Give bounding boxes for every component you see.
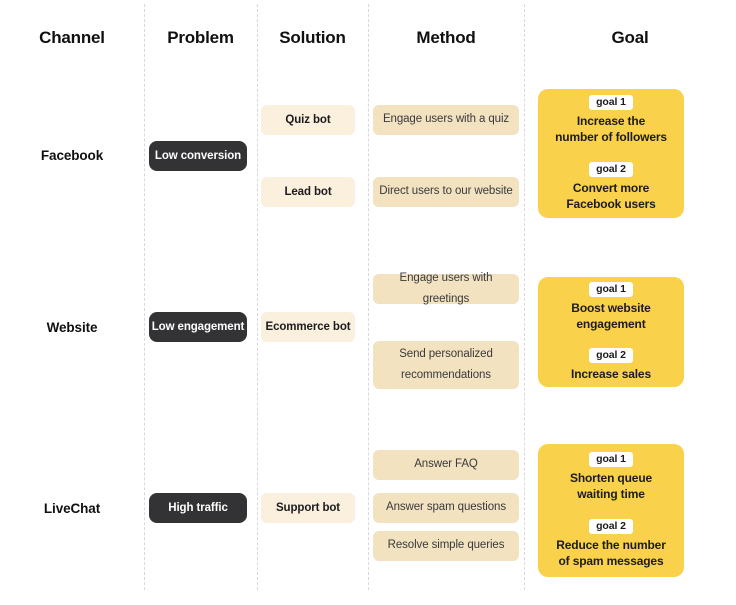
solution-chip-quiz-bot: Quiz bot — [261, 105, 355, 135]
goal-text-2: Increase sales — [571, 367, 651, 382]
goal-panel-livechat: goal 1 Shorten queue waiting time goal 2… — [538, 444, 684, 577]
method-chip-answer-spam-questions: Answer spam questions — [373, 493, 519, 523]
goal-block-2: goal 2 Increase sales — [571, 348, 651, 382]
solution-chip-lead-bot: Lead bot — [261, 177, 355, 207]
column-divider-channel-problem — [144, 4, 145, 590]
goal-badge-2: goal 2 — [589, 518, 633, 534]
column-divider-method-goal — [524, 4, 525, 590]
column-header-solution: Solution — [279, 28, 346, 47]
goal-badge-1: goal 1 — [589, 452, 633, 468]
solution-chip-ecommerce-bot: Ecommerce bot — [261, 312, 355, 342]
goal-text-1: Boost website engagement — [571, 300, 651, 331]
goal-block-1: goal 1 Shorten queue waiting time — [570, 452, 652, 502]
goal-badge-2: goal 2 — [589, 161, 633, 177]
column-header-method: Method — [416, 28, 476, 47]
column-header-problem: Problem — [167, 28, 234, 47]
goal-text-1: Increase the number of followers — [555, 114, 667, 145]
goal-text-2: Reduce the number of spam messages — [556, 537, 666, 568]
goal-text-2: Convert more Facebook users — [566, 180, 656, 211]
method-chip-engage-greetings: Engage users with greetings — [373, 272, 519, 305]
goal-panel-facebook: goal 1 Increase the number of followers … — [538, 89, 684, 218]
column-header-row: Channel Problem Solution Method Goal — [0, 28, 736, 54]
goal-panel-website: goal 1 Boost website engagement goal 2 I… — [538, 277, 684, 387]
goal-block-1: goal 1 Increase the number of followers — [555, 95, 667, 145]
column-divider-solution-method — [368, 4, 369, 590]
column-header-channel: Channel — [39, 28, 105, 47]
column-header-goal: Goal — [611, 28, 649, 47]
goal-text-1: Shorten queue waiting time — [569, 471, 653, 502]
channel-label-website: Website — [46, 320, 98, 335]
goal-block-2: goal 2 Convert more Facebook users — [566, 161, 656, 212]
channel-label-livechat: LiveChat — [43, 501, 101, 516]
method-chip-personalized-recommendations: Send personalized recommendations — [373, 341, 519, 389]
column-divider-problem-solution — [257, 4, 258, 590]
method-chip-direct-website: Direct users to our website — [373, 177, 519, 207]
solution-chip-support-bot: Support bot — [261, 493, 355, 523]
channel-label-facebook: Facebook — [40, 148, 104, 163]
problem-pill-facebook: Low conversion — [149, 141, 247, 171]
goal-badge-1: goal 1 — [589, 281, 633, 297]
method-chip-resolve-simple-queries: Resolve simple queries — [373, 531, 519, 561]
method-chip-answer-faq: Answer FAQ — [373, 450, 519, 480]
problem-pill-livechat: High traffic — [149, 493, 247, 523]
goal-block-1: goal 1 Boost website engagement — [571, 281, 651, 332]
goal-badge-2: goal 2 — [589, 348, 633, 364]
goal-badge-1: goal 1 — [589, 95, 633, 111]
goal-block-2: goal 2 Reduce the number of spam message… — [556, 518, 666, 569]
problem-pill-website: Low engagement — [149, 312, 247, 342]
method-chip-engage-quiz: Engage users with a quiz — [373, 105, 519, 135]
